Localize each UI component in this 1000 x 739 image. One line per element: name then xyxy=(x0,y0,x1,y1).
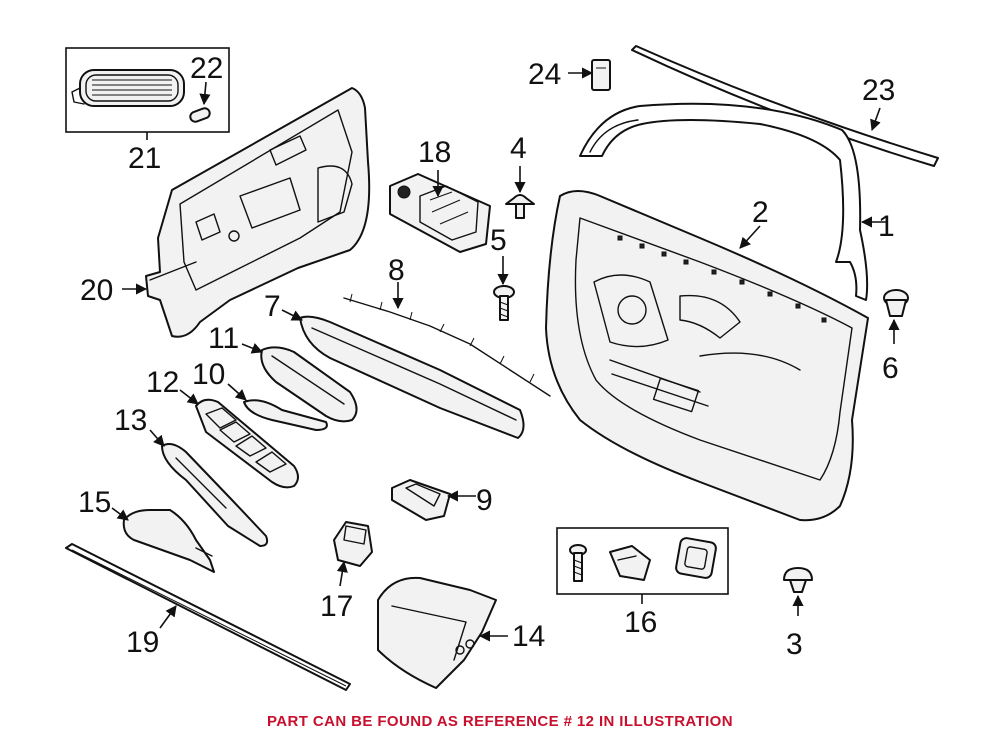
callout-14: 14 xyxy=(512,620,545,653)
callout-10: 10 xyxy=(192,358,225,391)
clip-frame-part xyxy=(675,537,717,579)
clip-holes-row xyxy=(617,235,827,323)
belt-seal-19 xyxy=(65,543,351,691)
callout-6: 6 xyxy=(882,352,899,385)
callout-15: 15 xyxy=(78,486,111,519)
switch-9 xyxy=(391,479,451,521)
callout-24: 24 xyxy=(528,58,561,91)
callout-5: 5 xyxy=(490,224,507,257)
callout-3: 3 xyxy=(786,628,803,661)
hardware-kit-16 xyxy=(556,527,729,595)
callout-12: 12 xyxy=(146,366,179,399)
window-switch-block-18 xyxy=(389,173,491,253)
callout-9: 9 xyxy=(476,484,493,517)
wiring-rail-8 xyxy=(343,293,551,397)
callout-7: 7 xyxy=(264,290,281,323)
clip-part-24 xyxy=(591,59,611,91)
screw-part xyxy=(569,544,587,582)
switch-17 xyxy=(333,521,373,567)
grommet-6 xyxy=(883,289,909,317)
callout-2: 2 xyxy=(752,196,769,229)
trim-strip-7 xyxy=(299,315,525,439)
callout-1: 1 xyxy=(878,210,895,243)
trim-cover-15 xyxy=(122,509,215,573)
callout-19: 19 xyxy=(126,626,159,659)
screw-5 xyxy=(493,285,515,321)
callout-20: 20 xyxy=(80,274,113,307)
push-clip-4 xyxy=(505,194,535,219)
callout-13: 13 xyxy=(114,404,147,437)
callout-22: 22 xyxy=(190,52,223,85)
callout-17: 17 xyxy=(320,590,353,623)
window-seal-strip-23 xyxy=(631,45,939,167)
callout-8: 8 xyxy=(388,254,405,287)
trim-strip-13 xyxy=(161,443,269,547)
callout-16: 16 xyxy=(624,606,657,639)
callout-18: 18 xyxy=(418,136,451,169)
bracket-part xyxy=(609,545,651,581)
door-frame-trim-1 xyxy=(579,102,869,301)
grommet-3 xyxy=(783,567,813,593)
door-trim-panel-2 xyxy=(545,190,869,522)
door-carrier-panel-20 xyxy=(145,87,371,338)
callout-4: 4 xyxy=(510,132,527,165)
speaker-grille-part xyxy=(71,69,185,107)
callout-21: 21 xyxy=(128,142,161,175)
callout-11: 11 xyxy=(208,322,239,355)
switch-bezel-12 xyxy=(195,398,299,489)
armrest-cover-11 xyxy=(260,346,358,423)
callout-23: 23 xyxy=(862,74,895,107)
door-pocket-14 xyxy=(377,576,497,689)
footer-reference-note: PART CAN BE FOUND AS REFERENCE # 12 IN I… xyxy=(267,713,733,730)
trim-piece-10 xyxy=(243,399,328,431)
pin-part-22 xyxy=(189,107,211,123)
